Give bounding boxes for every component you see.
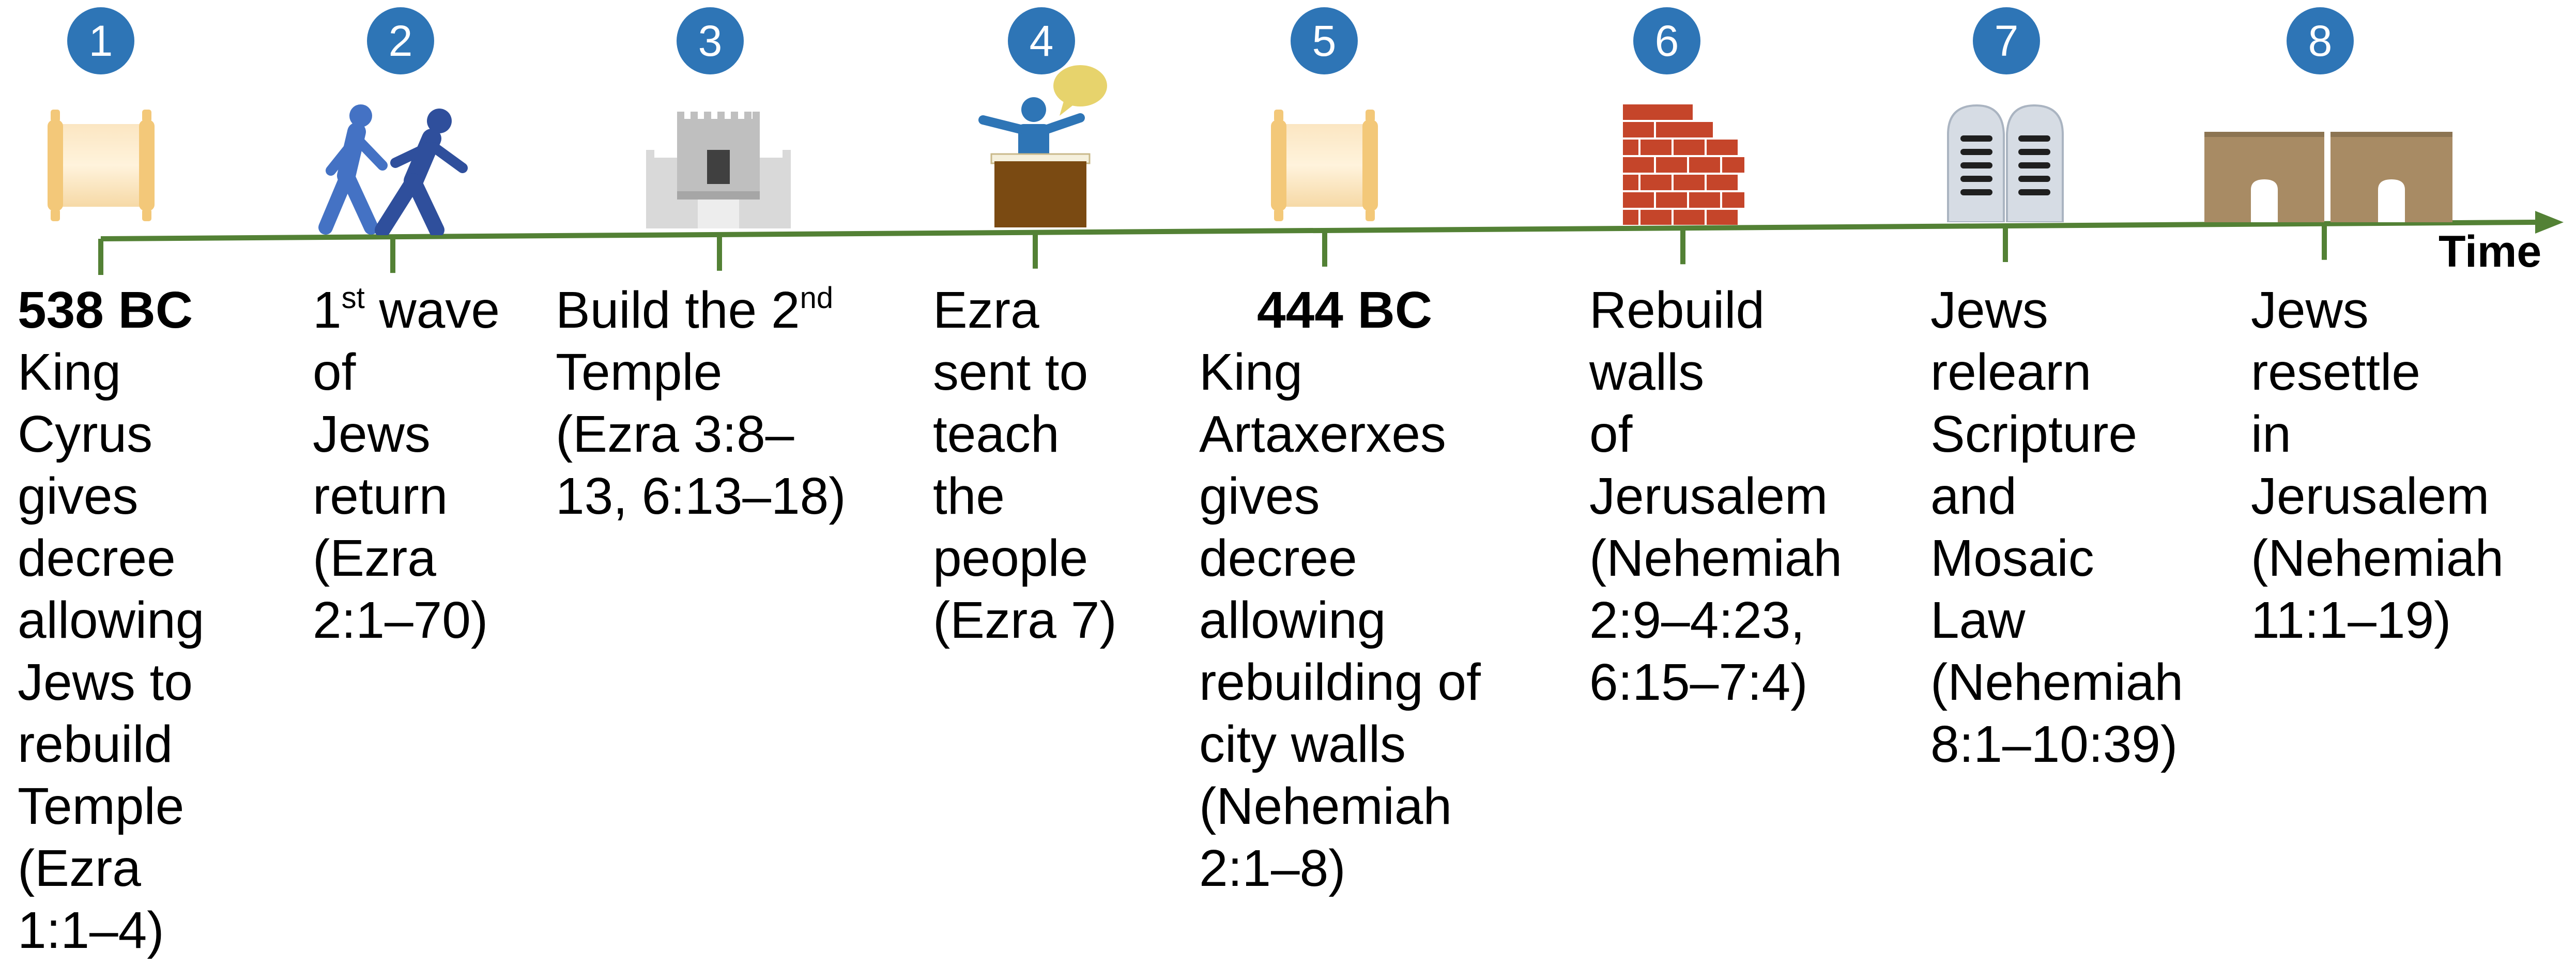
temple-icon — [646, 112, 791, 228]
event-8-text: Jews resettle in Jerusalem (Nehemiah 11:… — [2251, 279, 2504, 651]
walking-people-icon — [318, 104, 468, 235]
event-line: (Nehemiah — [1589, 529, 1843, 587]
event-line: the — [933, 467, 1005, 525]
event-line: gives — [1199, 467, 1320, 525]
event-line: 13, 6:13–18) — [556, 467, 846, 525]
event-line: of — [313, 343, 356, 401]
event-number-badge-2: 2 — [367, 7, 434, 74]
event-line: 2:9–4:23, — [1589, 591, 1805, 649]
event-line: return — [313, 467, 448, 525]
teacher-podium-icon — [978, 65, 1107, 227]
event-line: King — [18, 343, 121, 401]
event-number-badge-4: 4 — [1008, 7, 1075, 74]
event-number-badge-8: 8 — [2287, 7, 2354, 74]
event-line: people — [933, 529, 1088, 587]
event-line: (Ezra — [18, 839, 141, 897]
event-line: (Ezra 7) — [933, 591, 1117, 649]
event-line: 11:1–19) — [2251, 591, 2451, 649]
timeline-line — [100, 220, 2536, 241]
event-7-text: Jews relearn Scripture and Mosaic Law (N… — [1930, 279, 2183, 775]
event-line: decree — [18, 529, 176, 587]
event-line: city walls — [1199, 715, 1406, 773]
event-line: resettle — [2251, 343, 2420, 401]
event-1-text: 538 BC King Cyrus gives decree allowing … — [18, 279, 204, 961]
brick-wall-icon — [1623, 103, 1744, 225]
event-line: Mosaic — [1930, 529, 2094, 587]
event-line: Jews — [313, 405, 431, 463]
timeline-ticks — [98, 223, 2327, 275]
event-line: Scripture — [1930, 405, 2138, 463]
event-line: walls — [1589, 343, 1705, 401]
event-line: relearn — [1930, 343, 2092, 401]
event-line: teach — [933, 405, 1060, 463]
event-line-text: Build the 2 — [556, 281, 800, 339]
event-line: Ezra — [933, 281, 1039, 339]
event-3-text: Build the 2nd Temple (Ezra 3:8– 13, 6:13… — [556, 279, 846, 527]
event-line-with-superscript: 1st wave — [313, 279, 500, 341]
event-line: decree — [1199, 529, 1357, 587]
event-line: 6:15–7:4) — [1589, 653, 1808, 711]
event-line: Jews — [1930, 281, 2048, 339]
city-gates-icon — [2204, 132, 2452, 222]
event-6-text: Rebuild walls of Jerusalem (Nehemiah 2:9… — [1589, 279, 1842, 713]
event-line: Law — [1930, 591, 2026, 649]
event-line: gives — [18, 467, 139, 525]
event-line: 2:1–8) — [1199, 839, 1346, 897]
event-number-badge-5: 5 — [1291, 7, 1358, 74]
event-number-badge-6: 6 — [1633, 7, 1700, 74]
superscript: nd — [800, 281, 834, 315]
event-line-text: wave — [364, 281, 500, 339]
event-line: Jerusalem — [1589, 467, 1828, 525]
event-line: Cyrus — [18, 405, 153, 463]
event-line: Temple — [556, 343, 723, 401]
stone-tablets-icon — [1947, 104, 2064, 222]
event-number-badge-7: 7 — [1973, 7, 2040, 74]
event-date: 538 BC — [18, 281, 193, 339]
event-line: rebuilding of — [1199, 653, 1481, 711]
event-line-text: 1 — [313, 281, 342, 339]
event-line: (Nehemiah — [1930, 653, 2184, 711]
scroll-icon — [1271, 110, 1378, 221]
event-2-text: 1st wave of Jews return (Ezra 2:1–70) — [313, 279, 500, 651]
event-line: 8:1–10:39) — [1930, 715, 2178, 773]
timeline-arrowhead — [2535, 211, 2564, 234]
scroll-icon — [48, 110, 155, 221]
event-line: allowing — [1199, 591, 1386, 649]
axis-label-time: Time — [2439, 227, 2542, 277]
event-number-badge-1: 1 — [67, 7, 134, 74]
event-line: Jerusalem — [2251, 467, 2490, 525]
event-line: 1:1–4) — [18, 901, 164, 959]
event-line: and — [1930, 467, 2017, 525]
event-line: (Nehemiah — [1199, 777, 1452, 835]
event-line: (Ezra 3:8– — [556, 405, 794, 463]
event-line: rebuild — [18, 715, 173, 773]
event-line: allowing — [18, 591, 205, 649]
event-line: Artaxerxes — [1199, 405, 1446, 463]
event-line: Rebuild — [1589, 281, 1765, 339]
event-number-badge-3: 3 — [677, 7, 744, 74]
event-line: (Ezra — [313, 529, 436, 587]
event-line: sent to — [933, 343, 1088, 401]
event-line: (Nehemiah — [2251, 529, 2504, 587]
event-4-text: Ezra sent to teach the people (Ezra 7) — [933, 279, 1117, 651]
event-line: of — [1589, 405, 1633, 463]
event-line: Jews — [2251, 281, 2369, 339]
event-5-text: 444 BC King Artaxerxes gives decree allo… — [1199, 279, 1481, 899]
superscript: st — [341, 281, 365, 315]
event-line: 2:1–70) — [313, 591, 488, 649]
event-line: Jews to — [18, 653, 193, 711]
event-line: King — [1199, 343, 1303, 401]
event-line: Temple — [18, 777, 185, 835]
event-date: 444 BC — [1257, 281, 1433, 339]
event-line: in — [2251, 405, 2291, 463]
event-line-with-superscript: Build the 2nd — [556, 279, 846, 341]
